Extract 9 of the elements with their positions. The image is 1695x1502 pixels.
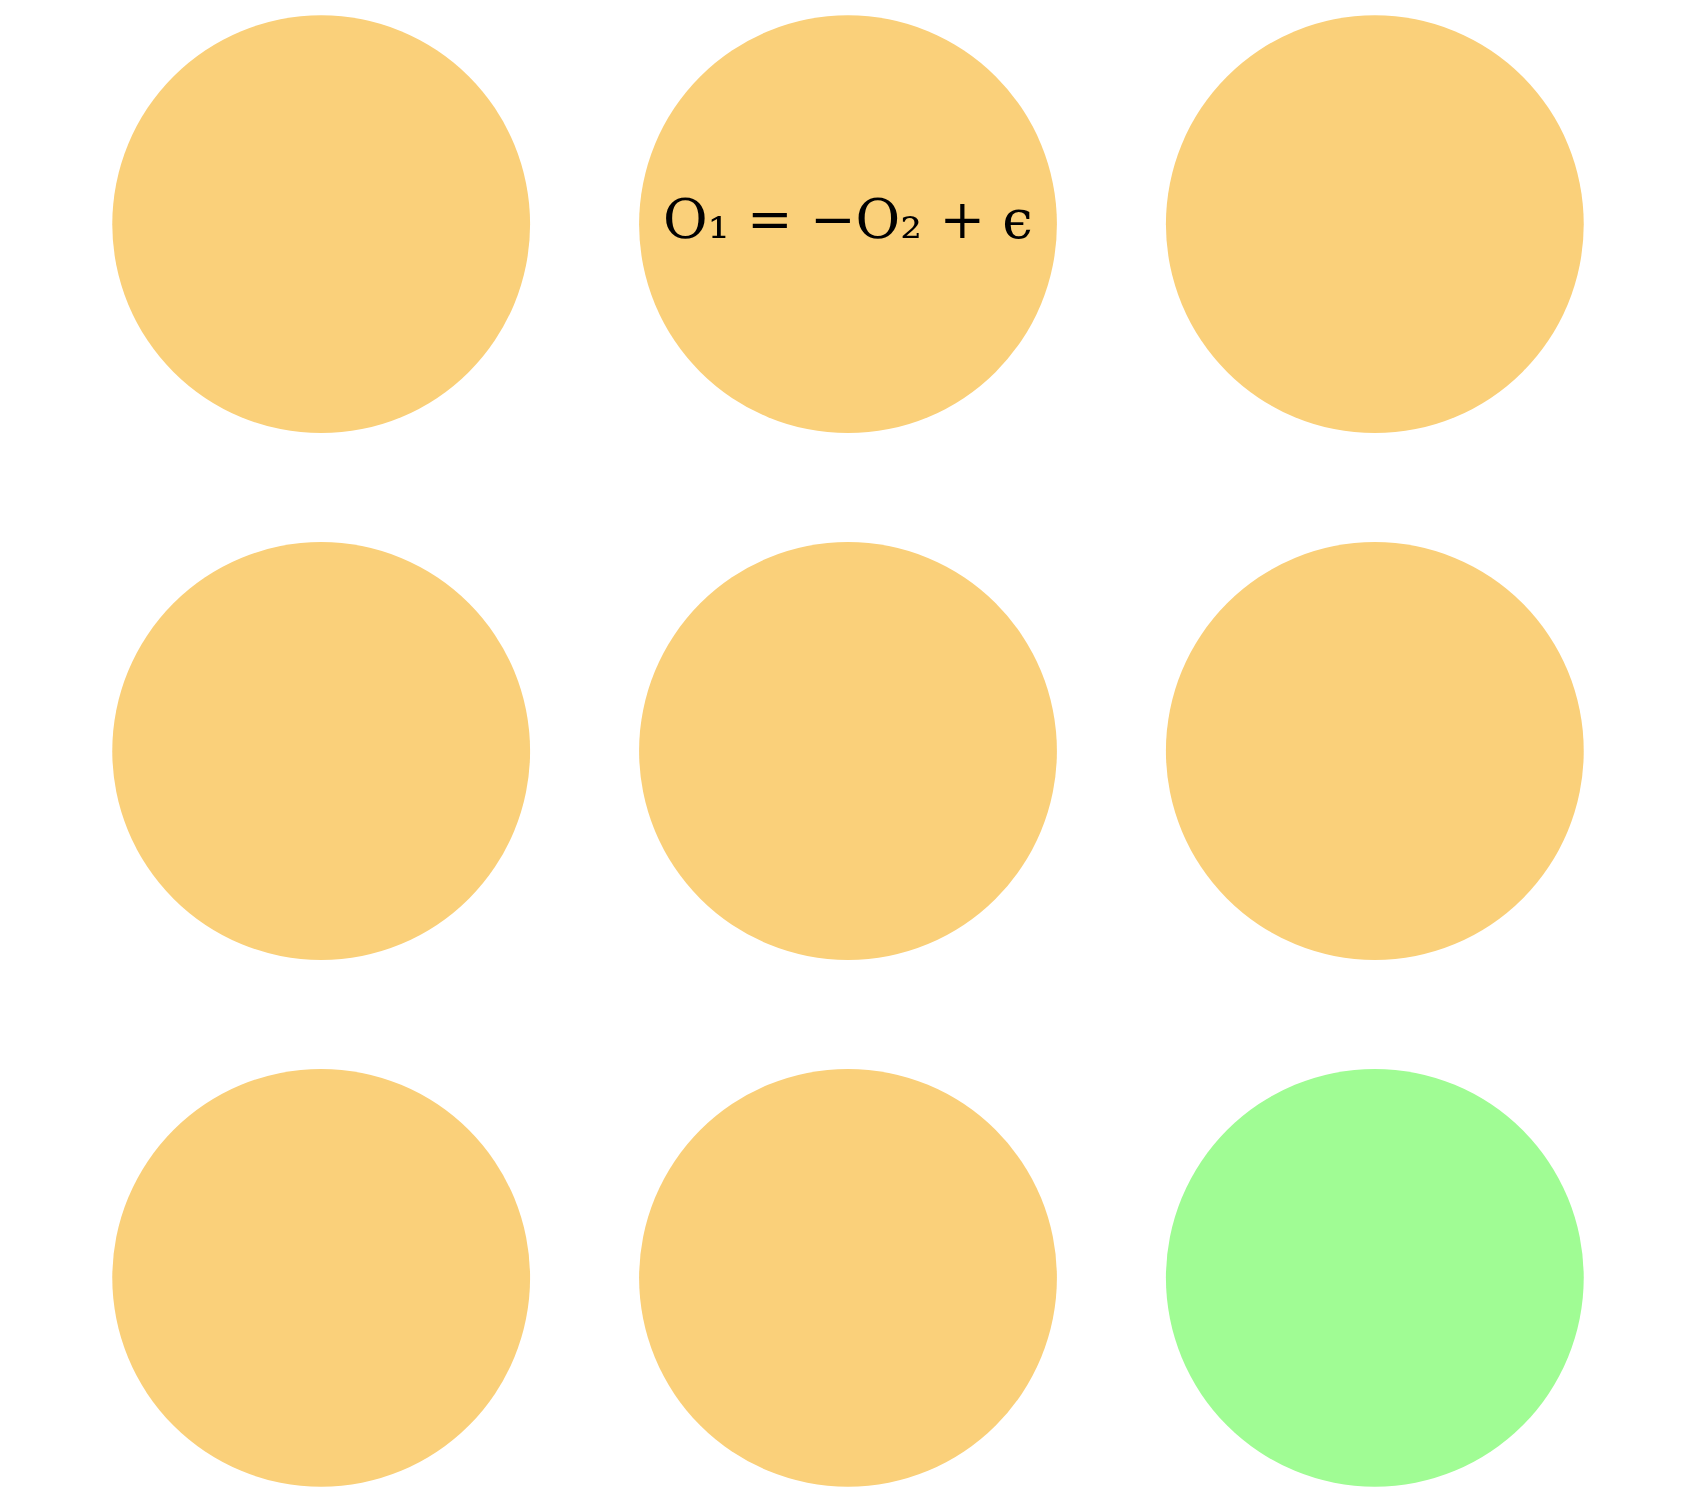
node-circle (111, 1068, 530, 1487)
node-circle (111, 15, 530, 434)
node-circle (1165, 1068, 1584, 1487)
node-circle (638, 1068, 1057, 1487)
node-circle (1165, 15, 1584, 434)
node-circle (111, 542, 530, 960)
node-circle (1165, 542, 1584, 960)
node-circle (638, 542, 1057, 960)
node-circle: O₁ = −O₂ + ϵ (638, 15, 1057, 434)
